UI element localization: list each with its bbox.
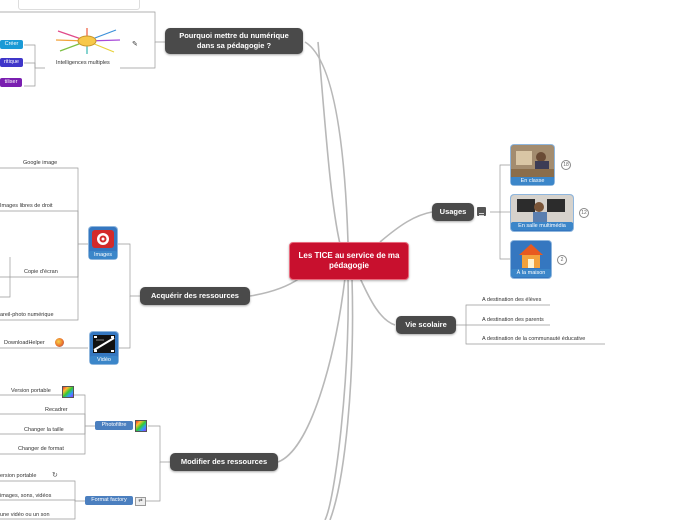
usage-a-la-maison-count: 2 xyxy=(557,255,567,265)
chip-utiliser[interactable]: tiliser xyxy=(0,78,22,87)
firefox-icon xyxy=(55,338,64,347)
list-icon xyxy=(477,207,486,218)
rainbow-icon xyxy=(135,420,147,432)
leaf-ff-images-sons: images, sons, vidéos xyxy=(0,493,52,499)
leaf-appareil-photo: areil-photo numérique xyxy=(0,312,54,318)
branch-vie-scolaire[interactable]: Vie scolaire xyxy=(396,316,456,334)
usage-salle-multimedia-label: En salle multimédia xyxy=(511,222,573,230)
note-icon[interactable]: ✎ xyxy=(132,41,138,48)
leaf-google-image: Google image xyxy=(23,160,58,166)
leaf-version-portable: Version portable xyxy=(11,388,51,394)
branch-usages[interactable]: Usages xyxy=(432,203,474,221)
leaf-vie-parents: A destination des parents xyxy=(482,317,544,323)
classroom-photo-icon xyxy=(511,145,554,177)
leaf-vie-eleves: A destination des élèves xyxy=(482,297,542,303)
list-icon: ⇄ xyxy=(135,497,146,506)
intelligences-image[interactable] xyxy=(50,26,124,56)
rainbow-icon xyxy=(62,386,74,398)
usage-salle-multimedia-count: 12 xyxy=(579,208,589,218)
mindmap-thumbnail-icon xyxy=(55,28,121,54)
camera-icon xyxy=(92,230,114,248)
branch-vie-scolaire-label: Vie scolaire xyxy=(405,320,447,329)
usage-a-la-maison[interactable] xyxy=(511,241,551,278)
house-icon xyxy=(511,241,551,270)
partial-note-box xyxy=(18,0,140,10)
images-label: Images xyxy=(89,251,117,259)
leaf-downloadhelper: DownloadHelper xyxy=(4,340,45,346)
leaf-ff-video-son: une vidéo ou un son xyxy=(0,512,50,518)
link-icon: ↻ xyxy=(52,472,58,479)
film-icon xyxy=(93,335,115,353)
intelligences-label: Intelligences multiples xyxy=(56,60,110,66)
branch-modifier-label: Modifier des ressources xyxy=(180,457,268,466)
leaf-ff-version-portable: ersion portable xyxy=(0,473,37,479)
usage-en-classe-label: En classe xyxy=(511,177,554,185)
central-node[interactable]: Les TICE au service de ma pédagogie xyxy=(289,242,409,280)
video-label: Vidéo xyxy=(90,356,118,364)
chip-critique[interactable]: ritique xyxy=(0,58,23,67)
leaf-copie-ecran: Copie d'écran xyxy=(24,269,58,275)
branch-acquerir[interactable]: Acquérir des ressources xyxy=(140,287,250,305)
leaf-vie-communaute: A destination de la communauté éducative xyxy=(482,336,586,342)
computer-room-photo-icon xyxy=(511,195,573,223)
usage-a-la-maison-label: À la maison xyxy=(511,269,551,277)
branch-modifier[interactable]: Modifier des ressources xyxy=(170,453,278,471)
branch-pourquoi[interactable]: Pourquoi mettre du numérique dans sa péd… xyxy=(165,28,303,54)
leaf-images-libres: Images libres de droit xyxy=(0,203,53,209)
leaf-recadrer: Recadrer xyxy=(45,407,68,413)
chip-creer[interactable]: Créer xyxy=(0,40,23,49)
central-node-label: Les TICE au service de ma pédagogie xyxy=(298,251,400,270)
photofiltre-node[interactable]: Photofiltre xyxy=(95,421,133,430)
leaf-changer-format: Changer de format xyxy=(18,446,64,452)
branch-pourquoi-label: Pourquoi mettre du numérique dans sa péd… xyxy=(179,31,289,50)
branch-acquerir-label: Acquérir des ressources xyxy=(151,291,239,300)
formatfactory-node[interactable]: Format factory xyxy=(85,496,133,505)
usage-en-classe-count: 18 xyxy=(561,160,571,170)
leaf-changer-taille: Changer la taille xyxy=(24,427,64,433)
branch-usages-label: Usages xyxy=(439,207,467,216)
